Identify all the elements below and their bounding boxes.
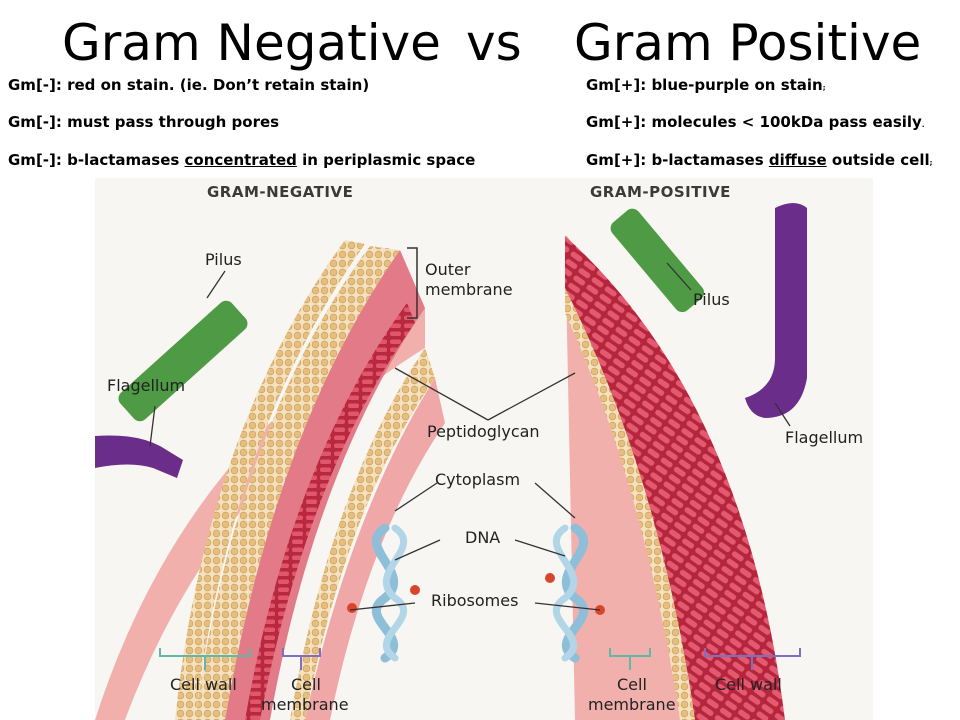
title-gram-positive: Gram Positive [574,14,922,72]
positive-cell-membrane [565,288,695,720]
negative-pilus [118,300,248,422]
slide-title: Gram Negative vs Gram Positive [0,8,960,78]
negative-ribosome [347,603,357,613]
label-cell-wall-left: Cell wall [170,675,237,694]
positive-note-lactamase: Gm[+]: b-lactamases diffuse outside cell… [586,151,933,169]
cell-wall-illustration [95,178,873,720]
negative-dna [372,523,398,663]
negative-flagellum [95,435,183,478]
header-gram-positive: GRAM-POSITIVE [590,183,731,201]
negative-outer-membrane [195,246,400,720]
negative-note-stain: Gm[-]: red on stain. (ie. Don’t retain s… [8,76,370,94]
label-ribosomes: Ribosomes [431,591,519,610]
label-cytoplasm: Cytoplasm [435,470,521,489]
label-dna: DNA [465,528,501,547]
negative-note-lactamase: Gm[-]: b-lactamases concentrated in peri… [8,151,476,169]
label-outer-membrane-2: membrane [425,280,513,299]
negative-cell-membrane [290,348,435,720]
header-gram-negative: GRAM-NEGATIVE [207,183,354,201]
positive-flagellum [745,203,807,418]
positive-pilus [610,208,705,313]
positive-peptidoglycan [565,236,785,720]
label-pilus-right: Pilus [693,290,730,309]
label-pilus-left: Pilus [205,250,242,269]
label-flagellum-left: Flagellum [107,376,186,395]
label-cell-membrane-left-2: membrane [261,695,349,714]
label-peptidoglycan: Peptidoglycan [427,422,540,441]
title-gram-negative: Gram Negative [62,14,441,72]
label-cell-membrane-right-1: Cell [617,675,647,694]
label-cell-membrane-left-1: Cell [291,675,321,694]
label-cell-wall-right: Cell wall [715,675,782,694]
cell-wall-diagram: GRAM-NEGATIVE GRAM-POSITIVE Pilus Outer … [95,178,873,720]
label-cell-membrane-right-2: membrane [588,695,676,714]
positive-note-molecules: Gm[+]: molecules < 100kDa pass easily. [586,113,925,131]
positive-dna [562,523,588,663]
negative-note-pores: Gm[-]: must pass through pores [8,113,280,131]
positive-note-stain: Gm[+]: blue-purple on stain; [586,76,826,94]
label-outer-membrane-1: Outer [425,260,471,279]
title-vs: vs [466,14,522,72]
label-flagellum-right: Flagellum [785,428,864,447]
